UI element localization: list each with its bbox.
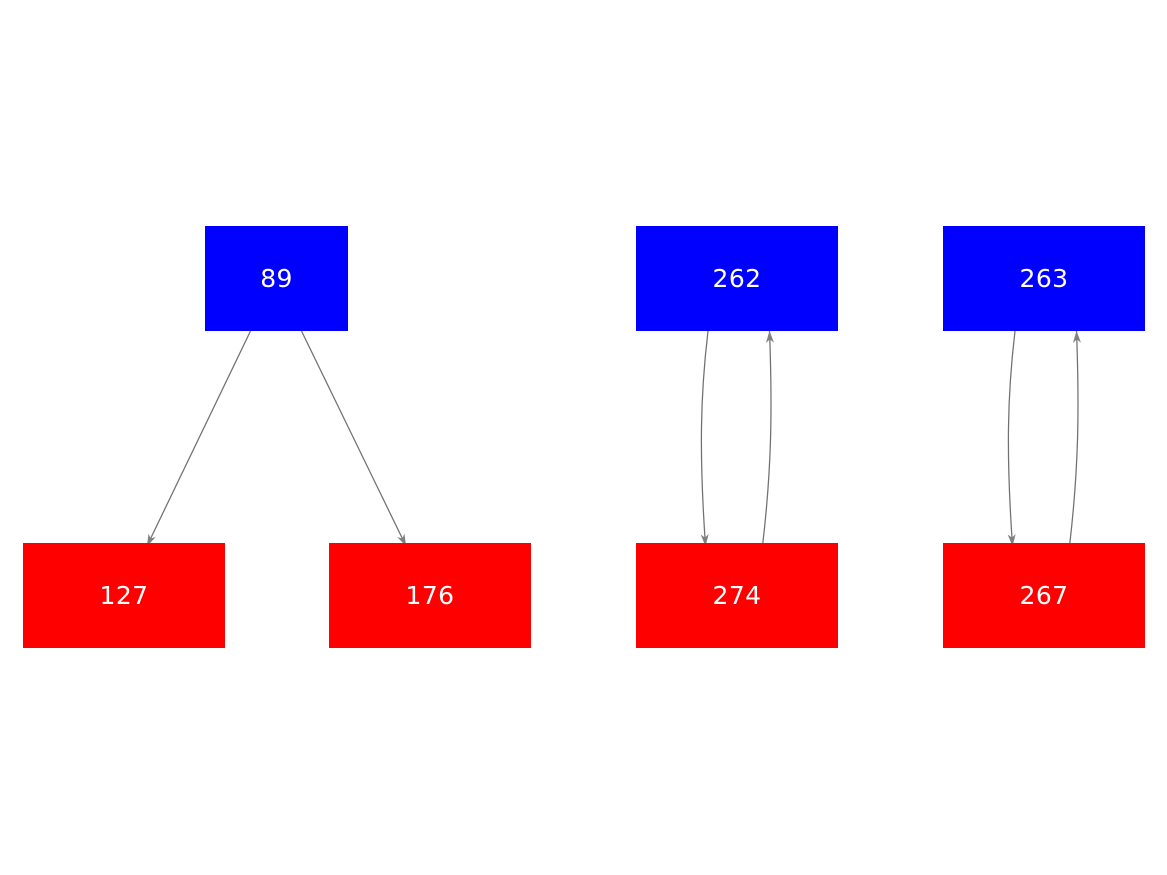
edge-263-to-267 bbox=[1007, 330, 1016, 547]
edge-89-to-176 bbox=[300, 330, 407, 547]
graph-node-176[interactable]: 176 bbox=[329, 543, 531, 648]
graph-node-274[interactable]: 274 bbox=[636, 543, 838, 648]
graph-node-89[interactable]: 89 bbox=[205, 226, 348, 331]
node-label: 267 bbox=[1019, 581, 1069, 610]
edge-267-to-263 bbox=[1068, 330, 1081, 547]
edge-262-to-274 bbox=[700, 330, 709, 547]
edge-274-to-262 bbox=[761, 330, 774, 547]
node-label: 176 bbox=[405, 581, 455, 610]
node-label: 262 bbox=[712, 264, 762, 293]
graph-node-267[interactable]: 267 bbox=[943, 543, 1145, 648]
node-label: 127 bbox=[99, 581, 149, 610]
graph-node-263[interactable]: 263 bbox=[943, 226, 1145, 331]
node-label: 263 bbox=[1019, 264, 1069, 293]
graph-node-127[interactable]: 127 bbox=[23, 543, 225, 648]
node-label: 274 bbox=[712, 581, 762, 610]
edge-89-to-127 bbox=[146, 330, 252, 547]
node-label: 89 bbox=[260, 264, 293, 293]
graph-node-262[interactable]: 262 bbox=[636, 226, 838, 331]
